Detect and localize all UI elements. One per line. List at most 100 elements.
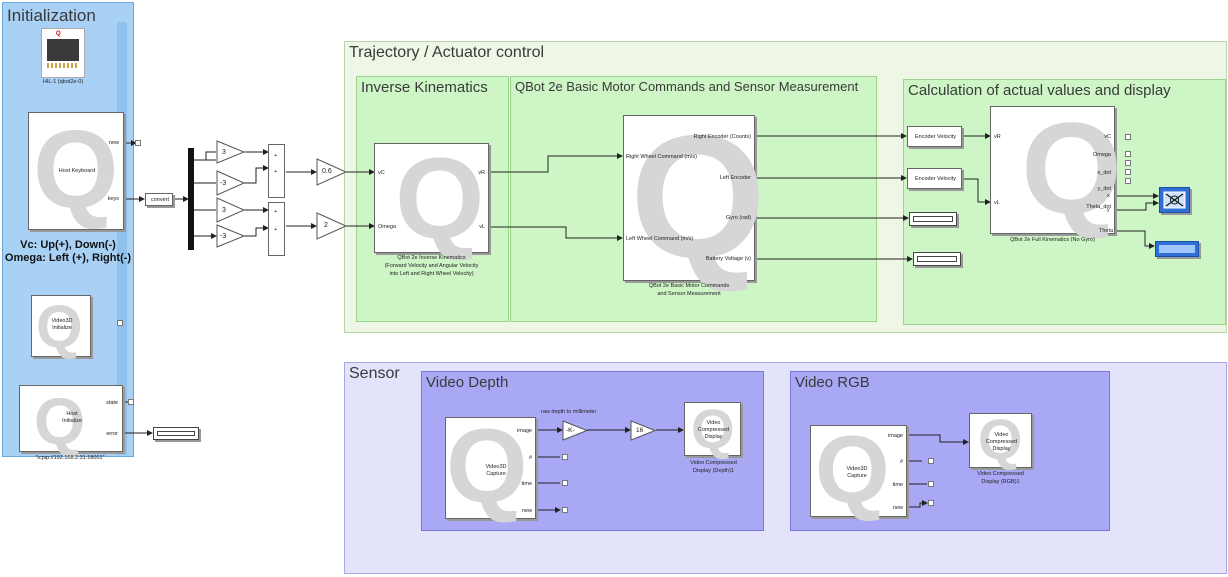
theta-dot-term[interactable] [1125, 178, 1131, 184]
xy-graph-scope[interactable] [1159, 187, 1190, 213]
quanser-watermark: Q [36, 293, 83, 360]
gain-1-shape [216, 140, 246, 164]
quanser-watermark: Q [33, 108, 119, 231]
calc-input-vl: vL [994, 200, 1000, 206]
rgb-port-count: # [899, 459, 903, 465]
video3d-init-terminator[interactable] [117, 320, 123, 326]
video3d-initialize-block[interactable]: Q Video3D Initialize [31, 295, 91, 357]
hil-card-icon: Q [41, 28, 85, 78]
host-initialize-block[interactable]: Q Host Initialize state error [19, 385, 123, 454]
depth-new-terminator[interactable] [562, 507, 568, 513]
vc-terminator[interactable] [1125, 134, 1131, 140]
omega-gain-value[interactable]: 2 [324, 222, 328, 229]
y-dot-term[interactable] [1125, 160, 1131, 166]
gain-2-value[interactable]: -3 [220, 180, 227, 187]
gain-4-shape [216, 224, 246, 248]
depth-display-block[interactable]: Q Video Compressed Display [684, 401, 741, 457]
motor-commands-title: QBot 2e Basic Motor Commands and Sensor … [515, 79, 859, 94]
depth-cast-shape[interactable] [630, 420, 657, 441]
gyro-display[interactable] [909, 212, 957, 226]
rgb-time-terminator[interactable] [928, 481, 934, 487]
gain-1-value[interactable]: 3 [222, 149, 226, 156]
port-state: state [106, 400, 118, 406]
rgb-new-terminator[interactable] [928, 500, 934, 506]
quanser-watermark: Q [395, 135, 485, 263]
video-depth-title: Video Depth [426, 374, 509, 391]
quanser-watermark: Q [978, 408, 1023, 472]
motor-caption-1: QBot 2e Basic Motor Commands [648, 283, 730, 289]
rgb-count-terminator[interactable] [928, 458, 934, 464]
rgb-port-new: new [892, 505, 903, 511]
calc-output-x-label: x [1107, 193, 1110, 199]
omega-terminator[interactable] [1125, 151, 1131, 157]
full-kinematics-block[interactable]: Q vR vL vC Omega x_dot y_dot Theta_dot T… [990, 103, 1122, 234]
rgb-display-label-3: Display [992, 446, 1011, 452]
motor-output-battery: Battery Voltage (v) [705, 256, 751, 262]
depth-count-terminator[interactable] [562, 454, 568, 460]
encoder-velocity-left[interactable]: Encoder Velocity [907, 168, 962, 189]
ik-caption-3: into Left and Right Wheel Velocity) [389, 271, 474, 277]
host-keyboard-label: Host Keyboard [58, 168, 96, 174]
gain-3-value[interactable]: 3 [222, 207, 226, 214]
ik-port-vc: vC [378, 170, 385, 176]
battery-display[interactable] [913, 252, 961, 266]
instructions-line-2: Omega: Left (+), Right(-) [4, 252, 132, 264]
calc-output-vc: vC [1104, 134, 1111, 140]
quanser-watermark: Q [630, 100, 767, 295]
host-error-display[interactable] [153, 427, 199, 440]
host-keyboard-block[interactable]: Q Host Keyboard new keys [28, 112, 124, 230]
video-rgb-title: Video RGB [795, 374, 870, 391]
depth-gain-value: -K- [566, 427, 575, 434]
mux-bar [188, 148, 194, 250]
ik-port-vl: vL [479, 224, 485, 230]
calc-input-vr: vR [994, 134, 1001, 140]
theta-display[interactable] [1155, 241, 1199, 257]
keyboard-new-terminator[interactable] [135, 140, 141, 146]
rgb-display-block[interactable]: Q Video Compressed Display [969, 408, 1032, 472]
rgb-capture-block[interactable]: Q Video3D Capture image # time new [810, 416, 907, 523]
quanser-watermark: Q [815, 416, 890, 523]
convert-block[interactable]: convert [145, 193, 173, 206]
host-state-terminator[interactable] [128, 399, 134, 405]
sum-block-speed[interactable]: + + [268, 144, 285, 198]
calc-output-x-dot: x_dot [1097, 170, 1111, 176]
depth-gain-label: raw depth to millimeter [541, 409, 597, 415]
quanser-watermark: Q [1021, 95, 1123, 241]
rgb-display-label-1: Video [994, 432, 1009, 438]
depth-time-terminator[interactable] [562, 480, 568, 486]
sum-plus: + [274, 153, 278, 159]
x-dot-terminator[interactable] [1125, 169, 1131, 175]
depth-display-label-2: Compressed [697, 427, 730, 433]
calc-output-theta-label: Theta [1099, 228, 1114, 234]
hil-card-chip [47, 39, 79, 61]
motor-output-right-encoder: Right Encoder (Counts) [693, 134, 751, 140]
depth-capture-label-1: Video3D [485, 464, 507, 470]
speed-gain-value[interactable]: 0.6 [322, 168, 332, 175]
sum-plus: + [274, 169, 278, 175]
gain-4-value[interactable]: -3 [220, 233, 227, 240]
depth-display-label-3: Display [704, 434, 723, 440]
depth-port-count: # [528, 455, 532, 461]
sum-block-omega[interactable]: + + [268, 202, 285, 256]
rgb-display-caption-1: Video Compressed [977, 471, 1024, 477]
depth-capture-block[interactable]: Q Video3D Capture image # time new [445, 414, 536, 519]
inverse-kinematics-title: Inverse Kinematics [361, 79, 488, 96]
encoder-velocity-label: Encoder Velocity [915, 176, 956, 182]
ik-caption-2: (Forward Velocity and Angular Velocity [384, 263, 479, 269]
inverse-kinematics-block[interactable]: Q vC Omega vR vL [374, 142, 489, 257]
calc-output-theta-dot-visible: Theta_dot [1086, 204, 1111, 210]
calc-output-omega: Omega [1092, 152, 1111, 158]
calculation-title: Calculation of actual values and display [908, 82, 1171, 99]
encoder-velocity-right[interactable]: Encoder Velocity [907, 126, 962, 147]
host-uri: "tcpip://192.168.2.31:18001" [35, 455, 105, 461]
motor-input-left: Left Wheel Command (m/s) [626, 236, 694, 242]
depth-gain-shape[interactable] [562, 420, 589, 441]
ik-caption-1: QBot 2e Inverse Kinematics [397, 255, 466, 261]
motor-output-gyro: Gyro (rad) [725, 215, 751, 221]
motor-commands-block[interactable]: Q Right Wheel Command (m/s) Left Wheel C… [623, 110, 766, 285]
initialization-stripe [117, 22, 127, 455]
rgb-port-time: time [892, 482, 903, 488]
depth-display-caption-1: Video Compressed [690, 460, 737, 466]
rgb-display-label-2: Compressed [985, 439, 1018, 445]
